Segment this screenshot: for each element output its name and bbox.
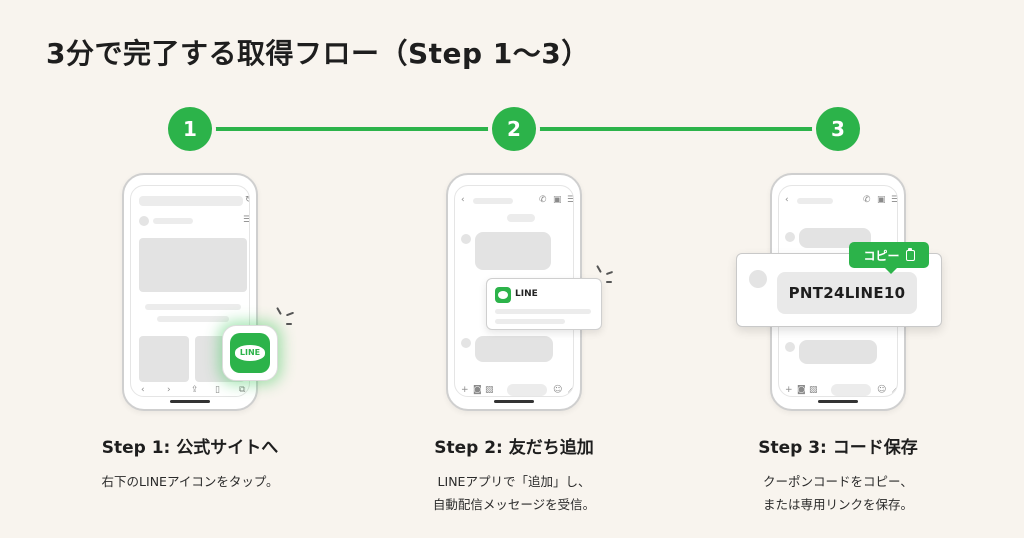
notes-icon: ▣ xyxy=(553,195,562,205)
browser-screen: ↻ ☰ ‹ › ⇪ ▯ ⧉ xyxy=(130,185,250,397)
chat-back-icon: ‹ xyxy=(461,195,465,205)
step-2-desc-line-1: LINEアプリで「追加」し、 xyxy=(437,474,591,489)
copy-button-label: コピー xyxy=(863,248,900,263)
chat-menu-icon: ☰ xyxy=(567,196,573,205)
sparkle-icon xyxy=(276,307,282,315)
step-1-desc: 右下のLINEアイコンをタップ。 xyxy=(60,470,320,493)
tabs-icon: ⧉ xyxy=(239,385,246,395)
clipboard-icon xyxy=(905,247,915,261)
page-title: 3分で完了する取得フロー（Step 1〜3） xyxy=(46,37,590,70)
step-2-heading: Step 2: 友だち追加 xyxy=(434,438,594,458)
step-2-circle: 2 xyxy=(492,107,536,151)
step-2-desc-line-2: 自動配信メッセージを受信。 xyxy=(432,497,596,512)
step-1-circle: 1 xyxy=(168,107,212,151)
step-3-heading: Step 3: コード保存 xyxy=(758,438,918,458)
step-2-desc: LINEアプリで「追加」し、 自動配信メッセージを受信。 xyxy=(384,470,644,516)
sparkle-icon-2 xyxy=(596,265,602,273)
coupon-code[interactable]: PNT24LINE10 xyxy=(777,272,917,314)
mic-icon: 🎤︎ xyxy=(567,386,573,395)
emoji-icon: ☺ xyxy=(553,385,563,395)
bookmark-icon: ▯ xyxy=(215,385,220,395)
share-icon: ⇪ xyxy=(191,385,199,395)
step-3-circle: 3 xyxy=(816,107,860,151)
back-icon: ‹ xyxy=(141,385,145,395)
plus-icon: + xyxy=(461,385,469,395)
line-add-card[interactable]: LINE xyxy=(486,278,602,330)
reload-icon: ↻ xyxy=(245,196,249,205)
forward-icon: › xyxy=(167,385,171,395)
step-3-desc: クーポンコードをコピー、 または専用リンクを保存。 xyxy=(708,470,968,516)
step-3-desc-line-2: または専用リンクを保存。 xyxy=(762,497,913,512)
copy-button[interactable]: コピー xyxy=(849,242,929,274)
line-card-label: LINE xyxy=(515,289,538,299)
avatar xyxy=(749,270,767,288)
step-3-desc-line-1: クーポンコードをコピー、 xyxy=(763,474,913,489)
line-app-icon[interactable]: LINE xyxy=(222,325,278,381)
line-logo-icon xyxy=(495,287,511,303)
step-1-desc-line-1: 右下のLINEアイコンをタップ。 xyxy=(101,474,279,489)
step-1-heading: Step 1: 公式サイトへ xyxy=(101,438,279,458)
menu-icon: ☰ xyxy=(243,216,249,225)
image-icon: ▧ xyxy=(485,385,494,395)
camera-icon: ◙ xyxy=(473,385,482,395)
line-logo-text: LINE xyxy=(234,345,266,361)
phone-call-icon: ✆ xyxy=(539,195,547,205)
